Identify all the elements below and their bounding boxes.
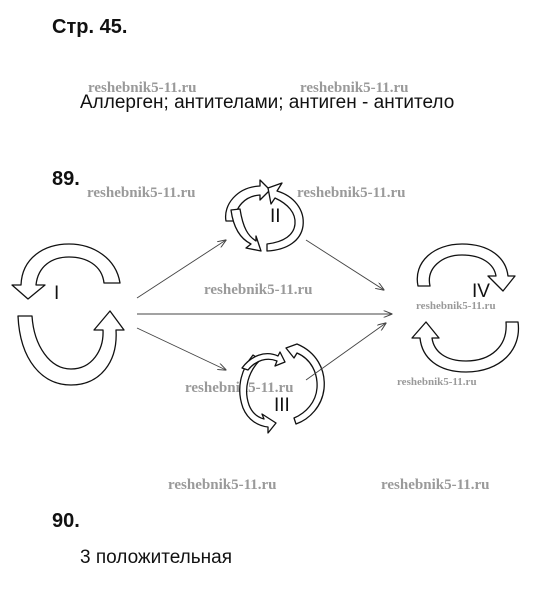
watermark: reshebnik5-11.ru: [87, 185, 196, 201]
watermark: reshebnik5-11.ru: [168, 477, 277, 493]
task-90-number: 90.: [52, 510, 80, 532]
watermark: reshebnik5-11.ru: [381, 477, 490, 493]
cycle-3-label: III: [274, 395, 290, 416]
cycle-1-top-arrow: [11, 243, 121, 300]
cycle-2-left-arrow: [230, 208, 262, 252]
watermark: reshebnik5-11.ru: [297, 185, 406, 201]
arrow-2-to-4: [305, 239, 384, 290]
cycle-3-left-arrow: [239, 354, 277, 434]
watermark: reshebnik5-11.ru: [300, 80, 409, 96]
cycle-3-top-arrow: [241, 351, 286, 371]
watermark: reshebnik5-11.ru: [204, 282, 313, 298]
cycle-3-right-arrow: [285, 343, 325, 425]
arrow-3-to-4: [305, 323, 386, 381]
cycle-4-label: IV: [472, 281, 490, 302]
cycle-2-right-arrow: [266, 182, 304, 252]
cycle-1-bottom-arrow: [17, 310, 125, 386]
watermark: reshebnik5-11.ru: [397, 376, 477, 388]
cycle-1-label: I: [54, 283, 60, 304]
page-heading: Стр. 45.: [52, 16, 128, 38]
cycle-2-label: II: [270, 206, 281, 227]
arrow-1-to-3: [136, 327, 226, 370]
arrow-1-to-2: [136, 240, 226, 299]
task-89-number: 89.: [52, 168, 80, 190]
cycle-4-bottom-arrow: [411, 321, 520, 373]
watermark: reshebnik5-11.ru: [416, 300, 496, 312]
watermark: reshebnik5-11.ru: [88, 80, 197, 96]
cycle-4-top-arrow: [416, 243, 516, 292]
answer-text: Аллерген; антителами; антиген - антитело: [80, 92, 455, 113]
task-90-answer: 3 положительная: [80, 547, 233, 568]
